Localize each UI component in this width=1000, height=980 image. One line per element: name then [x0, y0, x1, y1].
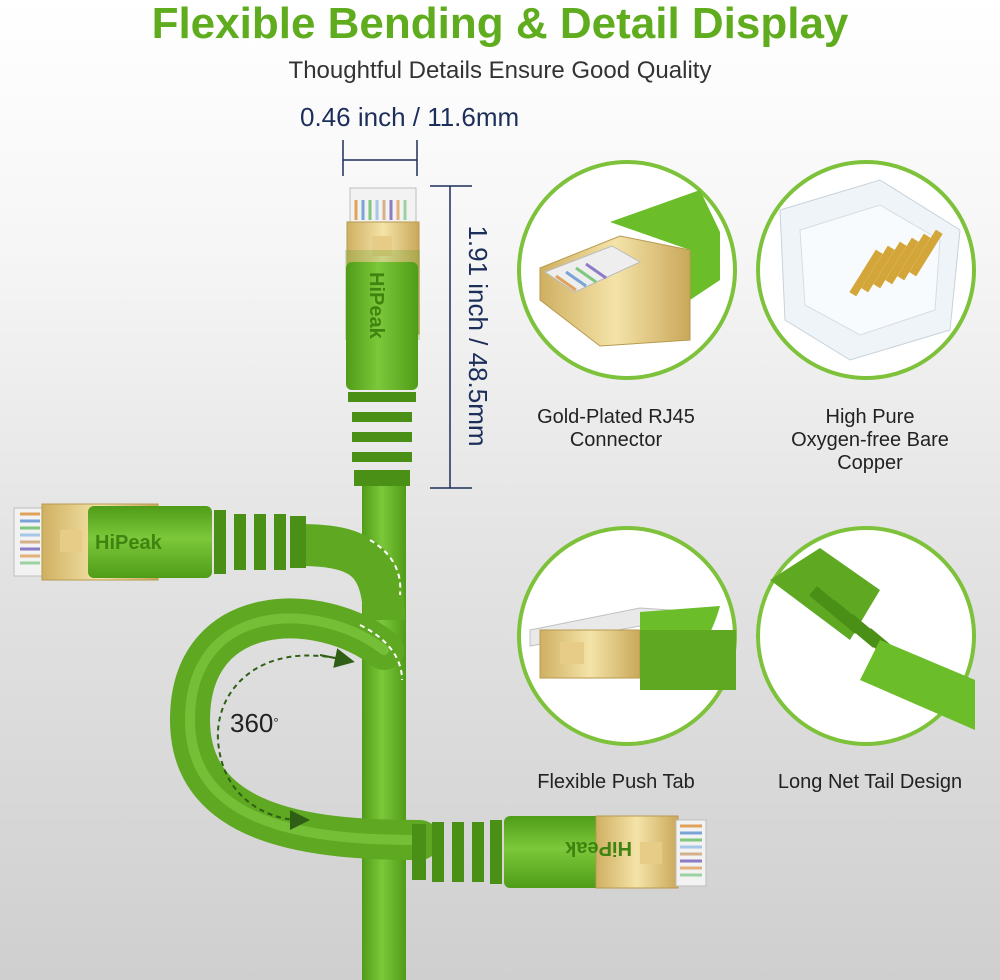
- feature-caption-net-tail: Long Net Tail Design: [777, 771, 963, 793]
- height-dimension-label: 1.91 inch / 48.5mm: [463, 225, 493, 447]
- width-dimension: [342, 140, 418, 176]
- feature-caption-push-tab: Flexible Push Tab: [537, 771, 695, 793]
- angle-value: 360: [230, 708, 274, 738]
- brand-logo-left: HiPeak: [95, 532, 163, 554]
- feature-image-net-tail: [756, 526, 976, 746]
- feature-image-push-tab: [517, 526, 737, 746]
- angle-unit: °: [273, 715, 279, 730]
- height-dimension: [430, 185, 472, 489]
- brand-logo-top: HiPeak: [365, 272, 387, 340]
- width-dimension-label: 0.46 inch / 11.6mm: [300, 102, 520, 132]
- top-connector: [345, 187, 420, 486]
- rotation-arrow: [216, 654, 346, 830]
- feature-image-gold-plated: [517, 160, 737, 380]
- bottom-connector: [412, 815, 707, 889]
- brand-logo-bottom: HiPeak: [564, 837, 632, 859]
- feature-image-bare-copper: [756, 160, 976, 380]
- bend-angle-label: 360°: [230, 708, 279, 738]
- feature-caption-gold-plated: Gold-Plated RJ45 Connector: [537, 406, 695, 451]
- bend-guide-arc: [369, 539, 402, 596]
- page-title: Flexible Bending & Detail Display: [151, 0, 849, 48]
- bend-cable: [299, 524, 405, 621]
- feature-caption-bare-copper: High Pure Oxygen-free Bare Copper: [791, 406, 949, 474]
- left-connector: [13, 503, 306, 581]
- page-subtitle: Thoughtful Details Ensure Good Quality: [288, 57, 712, 84]
